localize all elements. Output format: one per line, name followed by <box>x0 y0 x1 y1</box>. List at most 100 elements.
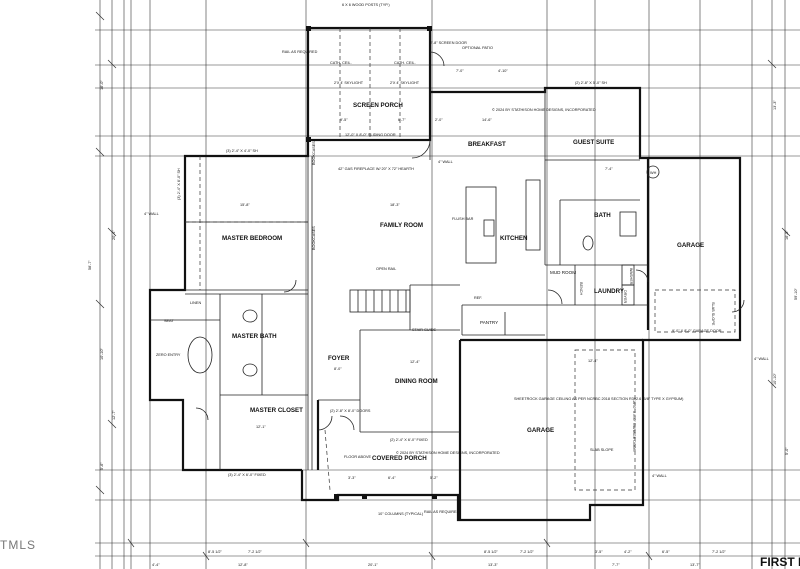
note-copyright-top: © 2024 BY STATHISON HOME DESIGNS, INCORP… <box>492 108 596 112</box>
room-screen-porch: SCREEN PORCH <box>353 102 403 109</box>
room-covered-porch: COVERED PORCH <box>372 455 427 462</box>
note-garage-door-right: 9'-0" X 8'-0" GARAGE DOOR <box>672 329 722 333</box>
note-window-porch: (2) 2'-4" X 6'-0" FIXED <box>390 438 428 442</box>
dim-bottom-2: 7'-2 1/2" <box>248 550 263 554</box>
note-wh: WH <box>650 171 657 175</box>
room-dining-room: DINING ROOM <box>395 378 438 385</box>
note-skylight-2: 2'X 4' SKYLIGHT <box>390 81 420 85</box>
room-master-closet: MASTER CLOSET <box>250 407 303 414</box>
dim-left-5: 12'-7" <box>112 410 116 420</box>
dim-porch-b: 6'-4" <box>388 476 396 480</box>
dim-bottom-3: 8'-5 1/2" <box>484 550 499 554</box>
dim-family: 18'-3" <box>390 203 400 207</box>
dim-porch-a: 3'-3" <box>348 476 356 480</box>
mls-watermark: TMLS <box>0 538 36 552</box>
dim-top-4: 2'-0" <box>435 118 443 122</box>
note-open-rail: OPEN RAIL <box>376 267 396 271</box>
note-window-top: (3) 2'-4" X 4'-0" SH <box>226 149 258 153</box>
note-four-wall-left: 4" WALL <box>144 212 159 216</box>
note-seat: SEAT <box>164 319 174 323</box>
note-dryer: DRYER <box>623 290 627 303</box>
dim-porch-c: 5'-2" <box>430 476 438 480</box>
note-rail-bottom: RAIL AS REQUIRED <box>424 510 460 514</box>
note-fireplace: 42" GAS FIREPLACE W/ 20" X 72" HEARTH <box>338 167 414 171</box>
dim-bottom2-3: 20'-1" <box>368 563 378 567</box>
note-cath-ceil-1: CATH. CEIL. <box>330 61 352 65</box>
dim-right-5: 5'-0" <box>785 447 789 455</box>
kitchen-island <box>465 179 541 264</box>
dim-bottom2-1: 4'-4" <box>152 563 160 567</box>
room-garage-front: GARAGE <box>527 427 554 434</box>
dim-bottom2-5: 7'-7" <box>612 563 620 567</box>
room-guest-suite: GUEST SUITE <box>573 139 614 146</box>
note-window-guest: (2) 2'-8" X 5'-0" SH <box>575 81 607 85</box>
note-skylight-1: 2'X 4' SKYLIGHT <box>334 81 364 85</box>
dim-right-4: 10'-10" <box>773 373 777 385</box>
dim-left-6: 5'-6" <box>100 462 104 470</box>
sheet-title: FIRST F <box>760 555 800 569</box>
dim-top-5: 6'-7" <box>398 118 406 122</box>
note-cath-ceil-2: CATH. CEIL. <box>394 61 416 65</box>
dim-left-1: 16'-0" <box>100 80 104 90</box>
note-sheetrock: SHEETROCK GARAGE CEILING AS PER NCRBC 20… <box>514 397 684 401</box>
dim-closet-w: 12'-1" <box>256 425 266 429</box>
dim-dining: 12'-4" <box>410 360 420 364</box>
dim-top-3: 14'-6" <box>482 118 492 122</box>
door-swings <box>195 51 745 431</box>
room-pantry: PANTRY <box>480 320 498 325</box>
dashed-lines <box>185 28 736 491</box>
dim-bottom-5: 3'-5" <box>595 550 603 554</box>
dimension-extension-lines <box>95 0 800 569</box>
note-window-bottom: (3) 2'-4" X 6'-0" FIXED <box>228 473 266 477</box>
note-flush-bar: FLUSH BAR <box>452 217 474 221</box>
note-four-wall-right: 4" WALL <box>652 474 667 478</box>
note-copyright-front: © 2024 BY STATHISON HOME DESIGNS, INCORP… <box>396 451 500 455</box>
note-ref: REF. <box>474 296 482 300</box>
dim-left-2: 20'-4" <box>112 230 116 240</box>
note-posts: 6 X 6 WOOD POSTS (TYP.) <box>342 3 390 7</box>
note-stair-guide: STAIR GUIDE <box>412 328 436 332</box>
room-bath: BATH <box>594 212 611 219</box>
note-doors-front: (2) 2'-8" X 8'-0" DOORS <box>330 409 371 413</box>
room-family-room: FAMILY ROOM <box>380 222 423 229</box>
room-master-bath: MASTER BATH <box>232 333 277 340</box>
dim-bottom2-6: 13'-7" <box>690 563 700 567</box>
bath-fixtures <box>187 165 660 377</box>
note-garage-door-front: 16'-0" X 8'-0" GARAGE DOOR <box>632 400 636 452</box>
room-mud-room: MUD ROOM <box>550 270 576 275</box>
dim-bottom2-2: 12'-8" <box>238 563 248 567</box>
dim-top-1: 7'-0" <box>456 69 464 73</box>
dim-right-1: 13'-3" <box>773 100 777 110</box>
note-bookcases-1: BOOKCASES <box>312 141 316 165</box>
dim-bottom-6: 4'-2" <box>624 550 632 554</box>
porch-posts <box>306 26 437 499</box>
note-sliding-door: 12'-0" X 8'-0" SLIDING DOOR <box>345 133 396 137</box>
dim-bottom-7: 6'-5" <box>662 550 670 554</box>
room-foyer: FOYER <box>328 355 350 362</box>
note-four-wall: 4" WALL <box>438 160 453 164</box>
note-slab-slope-front: SLAB SLOPE <box>590 448 614 452</box>
note-optional-patio: OPTIONAL PATIO <box>462 46 493 50</box>
dim-bottom-1: 8'-5 1/2" <box>208 550 223 554</box>
note-four-wall-garage: 4" WALL <box>754 357 769 361</box>
dim-left-4: 10'-10" <box>100 348 104 360</box>
note-washer: WASHER <box>629 268 633 285</box>
interior-walls <box>150 88 648 470</box>
dim-bottom-4: 7'-2 1/2" <box>520 550 535 554</box>
dim-bottom-8: 7'-2 1/2" <box>712 550 727 554</box>
note-rail-top: RAIL AS REQUIRED <box>282 50 318 54</box>
exterior-walls <box>148 26 742 522</box>
dimension-ticks <box>95 11 791 561</box>
note-linen: LINEN <box>190 301 201 305</box>
note-bookcases-2: BOOKCASES <box>312 226 316 250</box>
dim-master-w: 15'-8" <box>240 203 250 207</box>
room-laundry: LAUNDRY <box>594 288 625 295</box>
stair <box>349 289 411 313</box>
dim-left-3: 58'-7" <box>88 260 92 270</box>
note-slab-slope-right: SLAB SLOPE <box>711 302 715 326</box>
dim-right-2: 16'-5" <box>785 230 789 240</box>
dim-guest-w: 7'-4" <box>605 167 613 171</box>
dim-garage-w: 12'-4" <box>588 359 598 363</box>
dim-foyer-w: 8'-0" <box>334 367 342 371</box>
